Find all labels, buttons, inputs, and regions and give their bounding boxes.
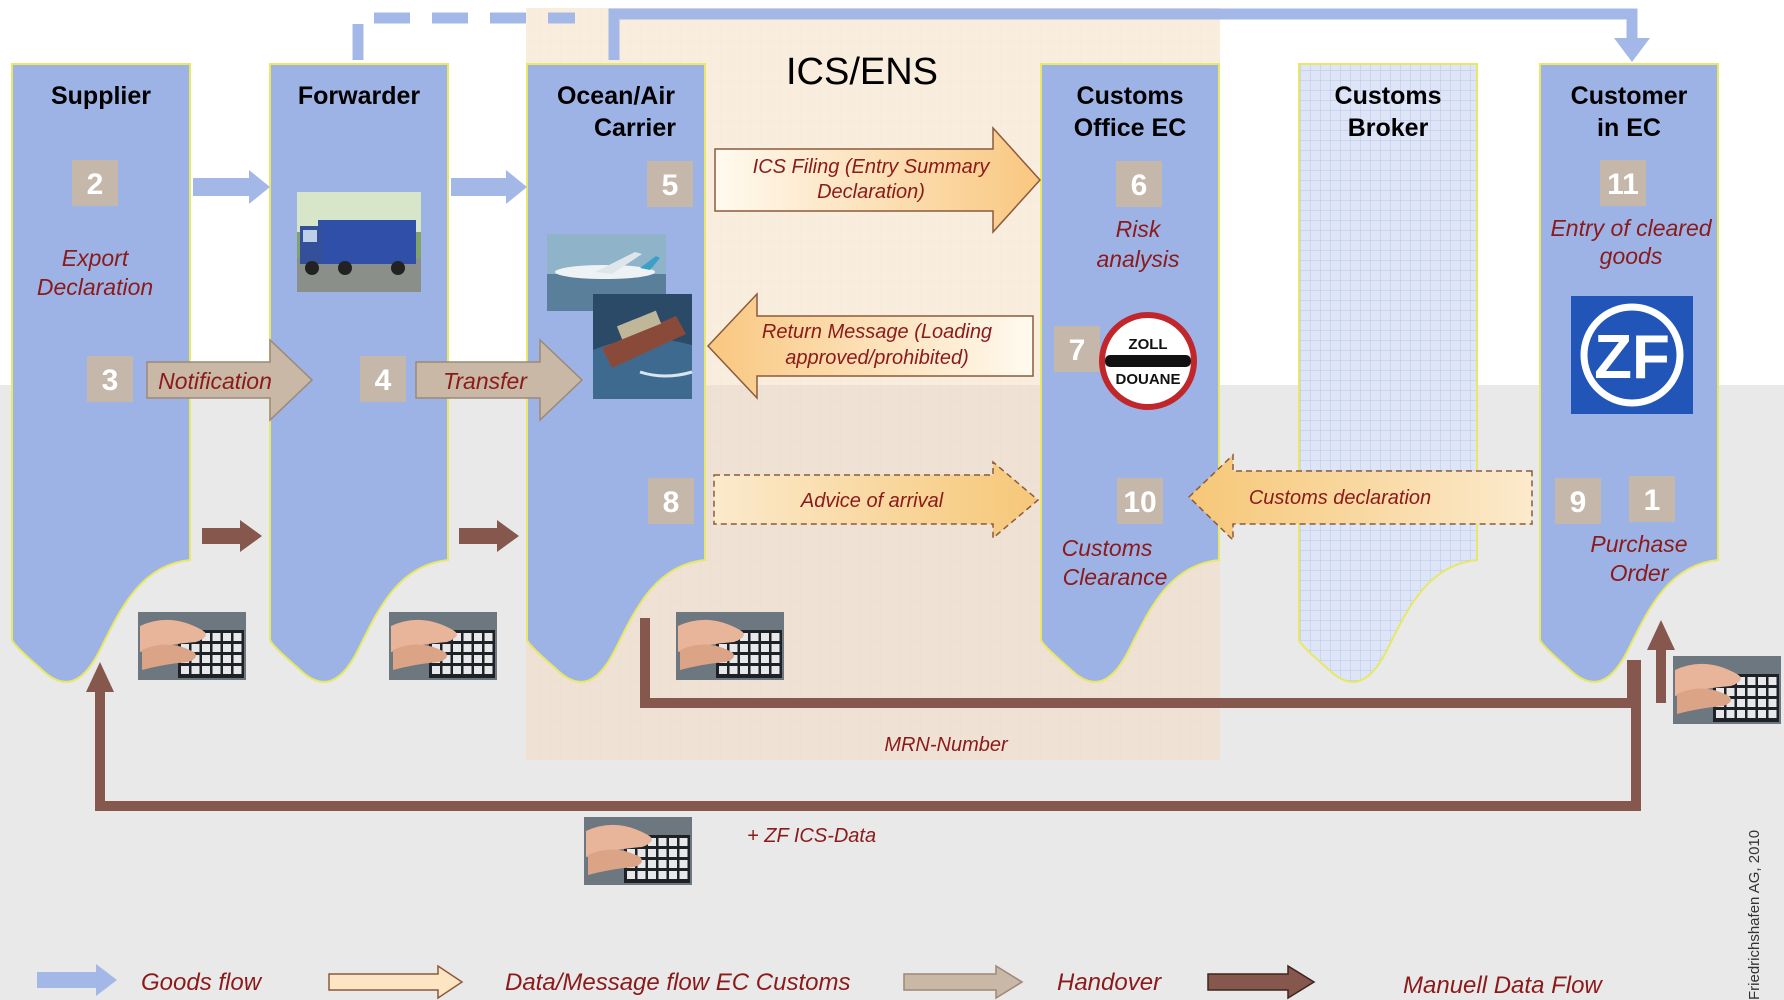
step-5-badge: 5 — [647, 161, 693, 207]
zoll-stamp: ZOLL DOUANE — [1099, 312, 1197, 410]
keyboard-photo-3 — [676, 612, 784, 680]
step-2-box — [72, 160, 118, 206]
advice-of-arrival-label: Advice of arrival — [800, 490, 944, 512]
customs-declaration-arrow — [1187, 453, 1533, 542]
manual-arrow-supplier-forwarder — [202, 520, 262, 552]
step-6-box — [1116, 161, 1162, 207]
keyboard-photo-4 — [1673, 656, 1781, 724]
goods-arrow-supplier-forwarder — [193, 170, 270, 204]
step-8-box — [648, 478, 694, 524]
ics-filing-arrow — [714, 126, 1042, 234]
manual-arrow-forwarder-carrier — [459, 520, 519, 552]
step-9-badge: 9 — [1555, 478, 1601, 524]
step-3-badge: 3 — [87, 356, 133, 402]
ics-ens-title: ICS/ENS — [786, 51, 938, 93]
dashed-goods-flow — [352, 12, 575, 60]
step-2-badge: 2 — [72, 160, 118, 206]
legend-handover-arrow — [903, 964, 1024, 1000]
step-1-number: 1 — [1644, 484, 1661, 517]
copyright-text: Friedrichshafen AG, 2010 — [1746, 830, 1763, 1000]
keyboard-photos — [138, 612, 1781, 885]
legend-handover: Handover — [1057, 969, 1162, 996]
keyboard-photo-5 — [584, 817, 692, 885]
zf-logo: ZF — [1571, 296, 1693, 414]
step-6-number: 6 — [1131, 169, 1148, 202]
step-7-badge: 7 — [1054, 326, 1100, 372]
step-7-box — [1054, 326, 1100, 372]
step-6-badge: 6 — [1116, 161, 1162, 207]
legend-data-flow: Data/Message flow EC Customs — [505, 969, 850, 996]
mrn-number-label: MRN-Number — [884, 734, 1009, 756]
keyboard-photo-1 — [138, 612, 246, 680]
legend-manual-flow-arrow — [1207, 964, 1316, 1000]
step-11-box — [1600, 160, 1646, 206]
truck-photo — [297, 192, 421, 292]
step-1-box — [1629, 476, 1675, 522]
zoll-stamp-line2: DOUANE — [1115, 371, 1180, 388]
step-7-number: 7 — [1069, 334, 1086, 367]
legend-goods-flow: Goods flow — [141, 969, 263, 996]
step-1-badge: 1 — [1629, 476, 1675, 522]
legend-manual-flow: Manuell Data Flow — [1403, 972, 1603, 999]
step-4-box — [360, 356, 406, 402]
step-2-number: 2 — [87, 168, 104, 201]
handover-arrow-notification — [146, 338, 314, 422]
step-9-number: 9 — [1570, 486, 1587, 519]
zf-ics-data-label: + ZF ICS-Data — [747, 825, 876, 847]
legend-goods-flow-arrow — [37, 964, 117, 996]
advice-of-arrival-arrow — [713, 460, 1040, 540]
step-10-number: 10 — [1123, 486, 1156, 519]
return-message-arrow — [706, 292, 1034, 400]
step-4-label: Transfer — [443, 368, 528, 394]
handover-arrow-transfer — [415, 338, 584, 422]
step-11-number: 11 — [1607, 168, 1639, 201]
step-4-badge: 4 — [360, 356, 406, 402]
step-4-number: 4 — [375, 364, 392, 397]
lane-title-supplier: Supplier — [51, 82, 151, 110]
step-5-number: 5 — [662, 169, 679, 202]
zoll-stamp-line1: ZOLL — [1128, 336, 1167, 353]
step-10-box — [1117, 478, 1163, 524]
step-3-box — [87, 356, 133, 402]
top-goods-flow — [608, 8, 1638, 60]
keyboard-photo-2 — [389, 612, 497, 680]
step-10-badge: 10 — [1117, 478, 1163, 524]
lane-title-forwarder: Forwarder — [298, 82, 421, 110]
step-8-badge: 8 — [648, 478, 694, 524]
step-11-badge: 11 — [1600, 160, 1646, 206]
lane-customs-broker — [1298, 63, 1478, 683]
legend-data-flow-arrow — [328, 964, 464, 1000]
ship-photo — [593, 294, 693, 399]
step-3-label: Notification — [158, 368, 272, 394]
step-5-box — [647, 161, 693, 207]
step-8-number: 8 — [663, 486, 680, 519]
zf-ics-data-flow-line — [86, 660, 1641, 811]
customs-declaration-label: Customs declaration — [1249, 487, 1431, 509]
zf-logo-text: ZF — [1594, 323, 1670, 392]
legend: Goods flow Data/Message flow EC Customs … — [37, 964, 1603, 1000]
goods-arrow-forwarder-carrier — [451, 170, 527, 204]
step-9-box — [1555, 478, 1601, 524]
step-3-number: 3 — [102, 364, 119, 397]
